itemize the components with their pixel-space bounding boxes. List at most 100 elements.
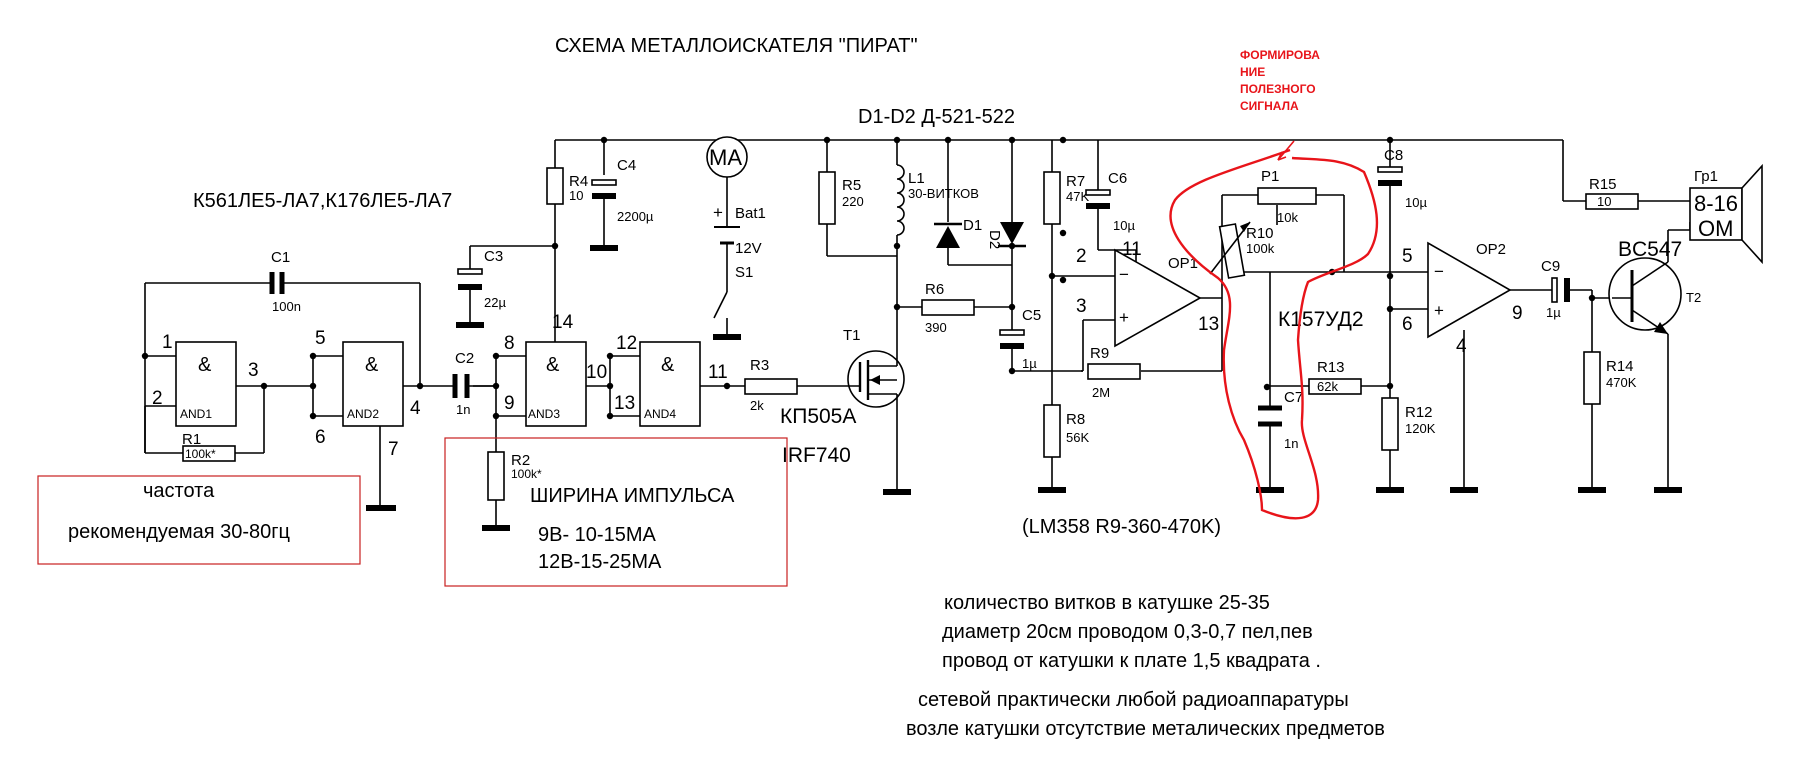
pulse-width-12v: 12В-15-25МА [538, 551, 662, 573]
and2-pin-7: 7 [388, 439, 399, 460]
and1-label: AND1 [180, 407, 212, 421]
and3-gate [525, 341, 587, 427]
c6-value: 10µ [1113, 218, 1135, 233]
pulse-width-9v: 9В- 10-15МА [538, 524, 656, 546]
op1-pin-2: 2 [1076, 246, 1087, 267]
r9-ref: R9 [1090, 345, 1109, 362]
l1-value: 30-ВИТКОВ [908, 186, 979, 201]
c7-ref: C7 [1284, 389, 1303, 406]
c6-ref: C6 [1108, 170, 1127, 187]
c3-capacitor [457, 268, 483, 290]
pulse-stage [469, 140, 840, 528]
r13-value: 62k [1317, 379, 1338, 394]
and1-gate [175, 341, 237, 427]
op1-stage [1051, 140, 1223, 490]
t2-transistor [1608, 230, 1682, 490]
c8-value: 10µ [1405, 195, 1427, 210]
transistor-model: BC547 [1618, 238, 1682, 261]
c5-value: 1µ [1022, 356, 1037, 371]
c9-ref: C9 [1541, 258, 1560, 275]
c1-value: 100n [272, 299, 301, 314]
c8-ref: C8 [1384, 147, 1403, 164]
note-coil-diameter: диаметр 20см проводом 0,3-0,7 пел,пев [942, 621, 1313, 643]
d1-d2-diodes [934, 140, 1026, 330]
speaker-ref: Гр1 [1694, 168, 1718, 185]
c5-ref: C5 [1022, 307, 1041, 324]
r13-ref: R13 [1317, 359, 1345, 376]
and2-label: AND2 [347, 407, 379, 421]
annotation-line-1: ФОРМИРОВА [1240, 48, 1320, 62]
t2-ref: T2 [1686, 290, 1701, 305]
r2-ref: R2 [511, 452, 530, 469]
r12-resistor [1381, 397, 1399, 451]
useful-signal-annotation [1169, 140, 1379, 520]
r15-resistor [1585, 193, 1639, 210]
speaker-icon [1689, 163, 1763, 265]
and4-gate [639, 341, 701, 427]
r1-resistor [182, 445, 236, 462]
r1-value: 100k* [185, 447, 216, 461]
op1-amplifier [1114, 248, 1202, 348]
and2-gate [342, 341, 404, 427]
c5-capacitor [999, 329, 1083, 372]
and2-pin-5: 5 [315, 328, 326, 349]
r8-value: 56K [1066, 430, 1089, 445]
and3-pin-14: 14 [552, 312, 574, 333]
op2-ref: OP2 [1476, 241, 1506, 258]
chip-types-label: К561ЛЕ5-ЛА7,К176ЛЕ5-ЛА7 [193, 190, 452, 212]
and2-pin-4: 4 [410, 398, 421, 419]
pulse-width-title: ШИРИНА ИМПУЛЬСА [530, 485, 735, 507]
r5-ref: R5 [842, 177, 861, 194]
c4-ref: C4 [617, 157, 636, 174]
r12-ref: R12 [1405, 404, 1433, 421]
c4-value: 2200µ [617, 209, 654, 224]
r5-value: 220 [842, 194, 864, 209]
op1-pin-3: 3 [1076, 296, 1087, 317]
c2-value: 1n [456, 402, 470, 417]
r12-value: 120K [1405, 421, 1436, 436]
and2-symbol: & [365, 354, 379, 376]
op2-plus-icon: + [1434, 301, 1444, 320]
mosfet-kp505a: КП505А [780, 405, 856, 428]
r3-resistor [744, 378, 798, 395]
r15-speaker-branch [1562, 140, 1691, 231]
r8-ref: R8 [1066, 411, 1085, 428]
op1-plus-icon: + [1119, 308, 1129, 327]
r7-value: 47K [1066, 189, 1089, 204]
and1-pin-2: 2 [152, 388, 163, 409]
r7-ref: R7 [1066, 173, 1085, 190]
and4-label: AND4 [644, 407, 676, 421]
r9-value: 2M [1092, 385, 1110, 400]
c9-value: 1µ [1546, 305, 1561, 320]
opamp1-note: (LM358 R9-360-470K) [1022, 516, 1221, 538]
r1-ref: R1 [182, 431, 201, 448]
ammeter-label: MA [709, 145, 742, 170]
r5-branch [826, 140, 897, 257]
op2-minus-icon: − [1434, 262, 1444, 281]
r14-ref: R14 [1606, 358, 1634, 375]
r14-value: 470K [1606, 375, 1637, 390]
and3-pin-9: 9 [504, 393, 515, 414]
r4-resistor [546, 167, 564, 205]
and4-symbol: & [661, 354, 675, 376]
r6-ref: R6 [925, 281, 944, 298]
r8-resistor [1043, 404, 1061, 458]
c7-value: 1n [1284, 436, 1298, 451]
schematic-title: СХЕМА МЕТАЛЛОИСКАТЕЛЯ "ПИРАТ" [555, 35, 918, 57]
r15-value: 10 [1597, 194, 1611, 209]
and3-symbol: & [546, 354, 560, 376]
l1-ref: L1 [908, 170, 925, 187]
diodes-note: D1-D2 Д-521-522 [858, 106, 1015, 128]
r7-resistor [1043, 171, 1061, 225]
pulse-width-box [444, 437, 788, 587]
d2-ref: D2 [986, 230, 1003, 249]
l1-coil [896, 140, 905, 355]
r4-value: 10 [569, 188, 583, 203]
and1-pin-1: 1 [162, 332, 173, 353]
and3-label: AND3 [528, 407, 560, 421]
note-supply: сетевой практически любой радиоаппаратур… [918, 689, 1349, 711]
r10-variable-resistor [1209, 221, 1251, 279]
r10-ref: R10 [1246, 225, 1274, 242]
ammeter [706, 136, 748, 178]
